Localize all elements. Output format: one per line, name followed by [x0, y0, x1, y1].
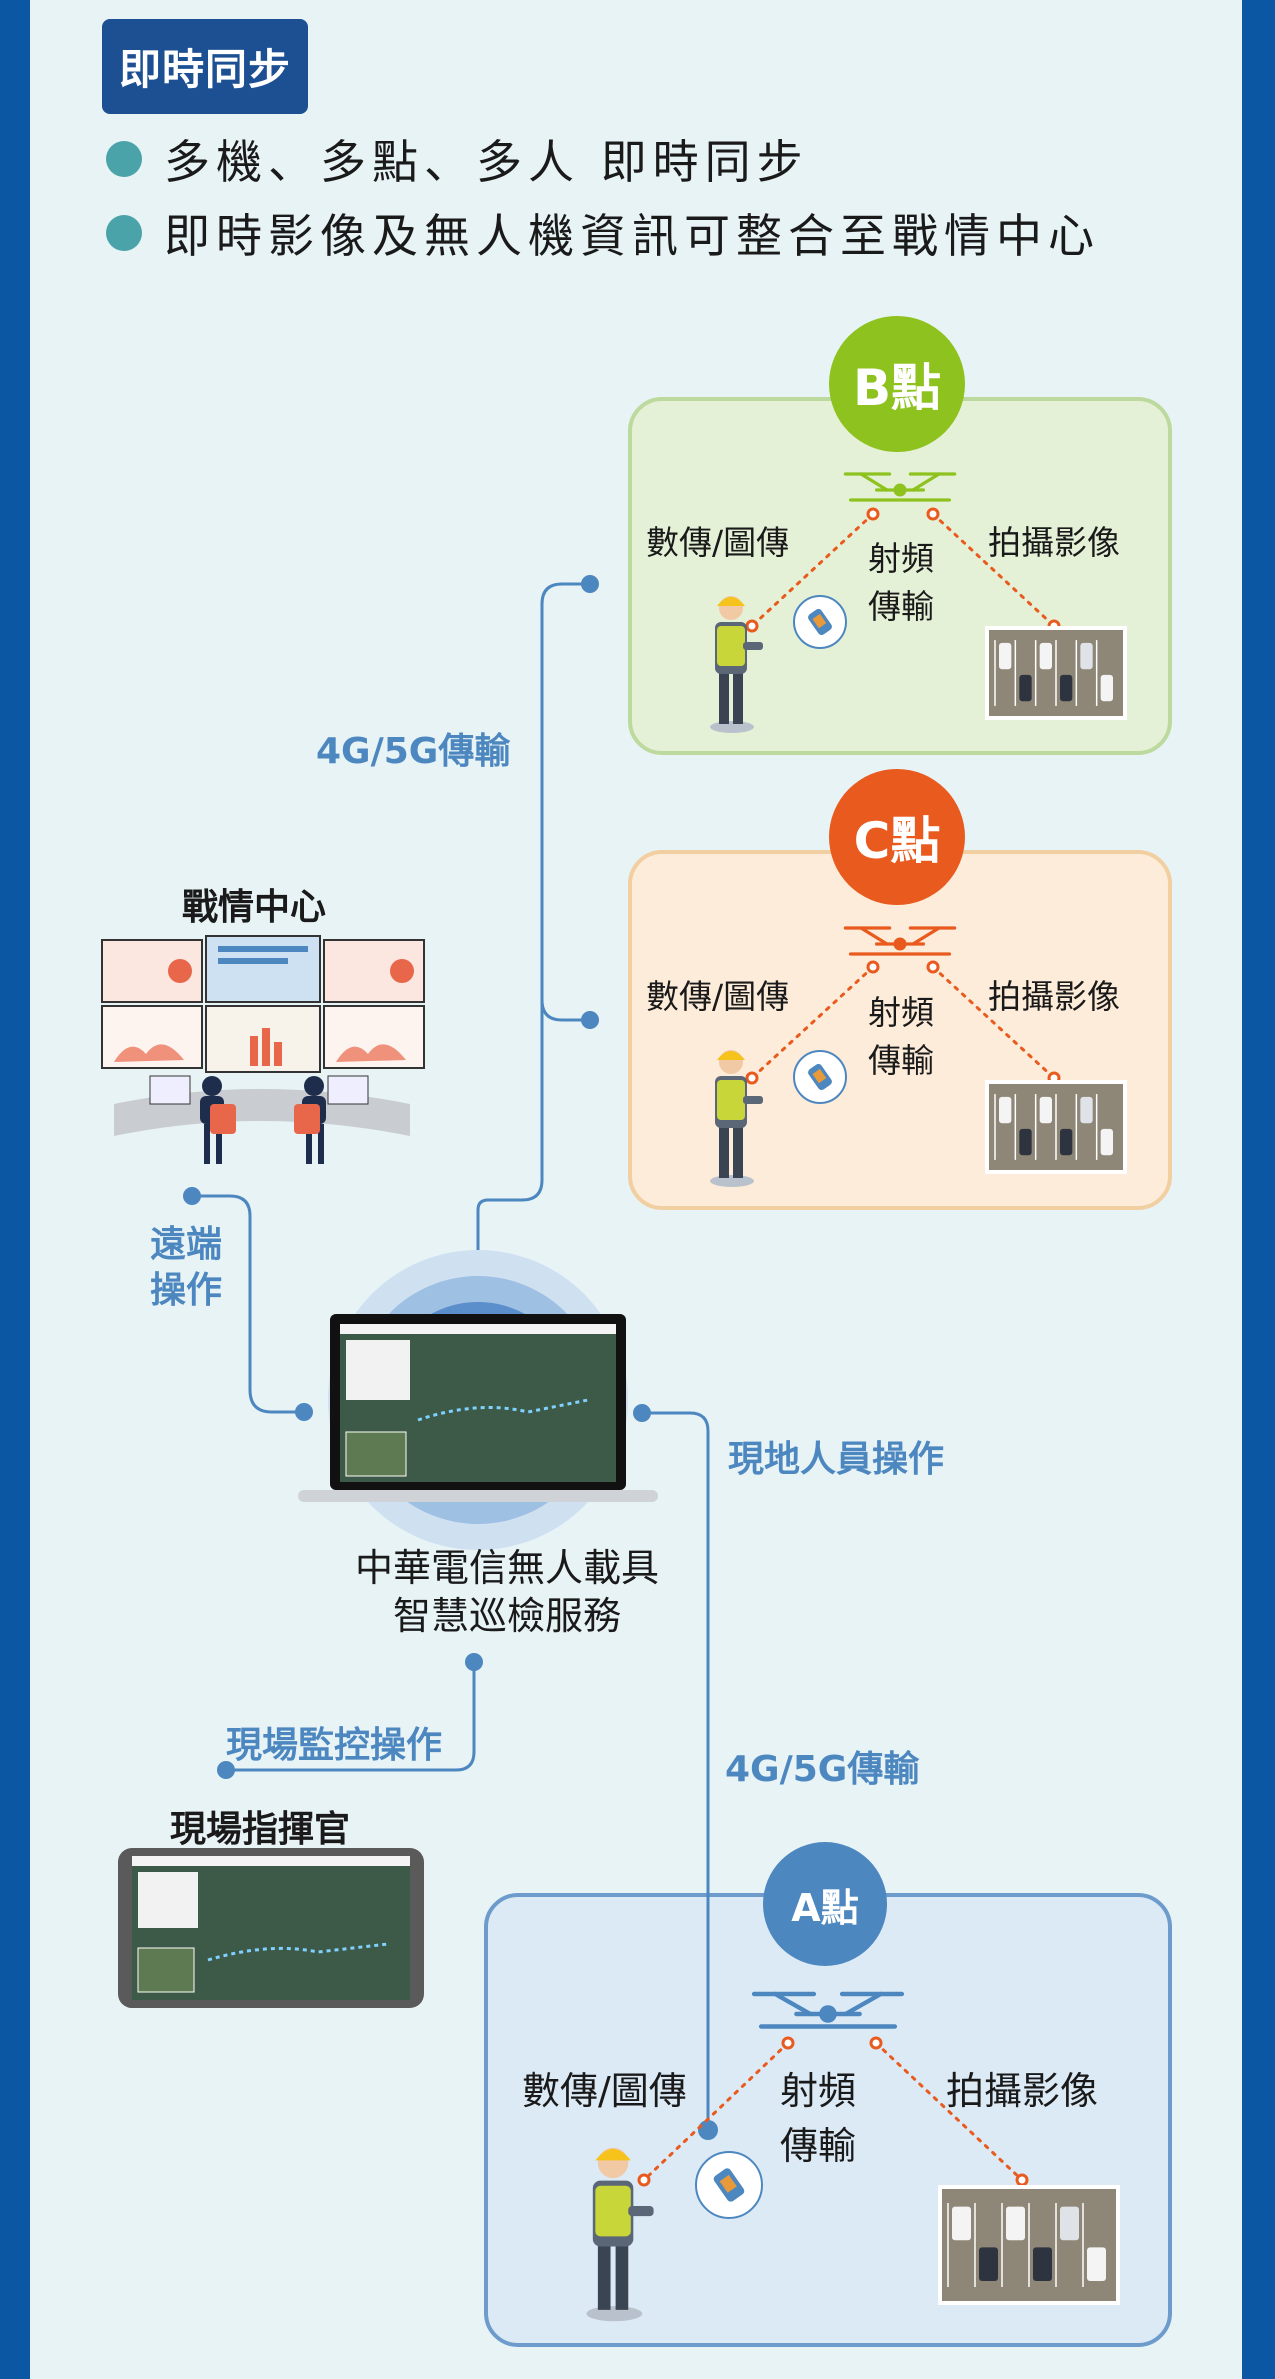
commander-tablet-illustration [118, 1848, 424, 2008]
site-a-operator-icon [586, 2147, 654, 2322]
platform-label-line1: 中華電信無人載具 [354, 1546, 659, 1590]
platform-label: 中華電信無人載具 智慧巡檢服務 [342, 1544, 672, 1640]
link-remote-ops [192, 1194, 304, 1414]
transport-upper-label: 4G/5G傳輸 [316, 731, 511, 772]
site-b-operator-icon [710, 596, 763, 733]
remote-ops-line1: 遠端 [150, 1224, 223, 1265]
site-b-data-label: 數傳/圖傳 [646, 523, 790, 562]
site-a-photo-label: 拍攝影像 [946, 2069, 1099, 2113]
site-c-drone-icon [843, 926, 957, 956]
site-b-drone-icon [843, 472, 957, 502]
site-a-drone-icon [751, 1991, 905, 2029]
site-c-rf-label: 射頻 傳輸 [866, 986, 936, 1082]
site-c-aerial-photo [985, 1080, 1127, 1174]
site-a-rf-line2: 傳輸 [779, 2124, 856, 2168]
link-field-monitor [226, 1662, 476, 1772]
site-a-rf-label: 射頻 傳輸 [776, 2060, 860, 2170]
site-a-pin: A點 [763, 1842, 887, 1966]
site-b-rf-label: 射頻 傳輸 [866, 532, 936, 628]
bullet-item-2: 即時影像及無人機資訊可整合至戰情中心 [106, 198, 1206, 268]
site-c-data-label: 數傳/圖傳 [646, 977, 790, 1016]
bullet-item-1: 多機、多點、多人 即時同步 [106, 124, 1206, 194]
link-onsite-ops [642, 1411, 710, 2130]
bullet-dot-icon [106, 215, 142, 251]
platform-label-line2: 智慧巡檢服務 [392, 1594, 621, 1638]
site-b-aerial-photo [985, 626, 1127, 720]
site-a-controller-icon [695, 2151, 763, 2219]
link-to-site-c [476, 999, 590, 1318]
site-b-photo-label: 拍攝影像 [988, 523, 1120, 562]
remote-ops-label: 遠端 操作 [150, 1222, 222, 1314]
site-c-rf-line1: 射頻 [868, 993, 934, 1032]
site-c-photo-label: 拍攝影像 [988, 977, 1120, 1016]
site-b-rf-line2: 傳輸 [868, 587, 934, 626]
bullet-text-1: 多機、多點、多人 即時同步 [164, 135, 809, 189]
field-monitor-label: 現場監控操作 [226, 1725, 443, 1766]
bullet-text-2: 即時影像及無人機資訊可整合至戰情中心 [164, 209, 1100, 263]
site-b-rf-line1: 射頻 [868, 539, 934, 578]
site-c-operator-icon [710, 1050, 763, 1187]
bullet-dot-icon [106, 141, 142, 177]
site-c-pin: C點 [829, 769, 965, 905]
onsite-ops-label: 現地人員操作 [728, 1439, 945, 1480]
page-title: 即時同步 [102, 19, 308, 114]
link-to-site-b [540, 582, 590, 1000]
site-a-rf-line1: 射頻 [779, 2069, 856, 2113]
page: 即時同步 多機、多點、多人 即時同步 即時影像及無人機資訊可整合至戰情中心 B點… [30, 0, 1242, 2379]
remote-ops-line2: 操作 [150, 1270, 223, 1311]
war-room-illustration [101, 935, 425, 1164]
commander-label: 現場指揮官 [170, 1809, 351, 1850]
platform-laptop-illustration [298, 1250, 658, 1550]
site-c-rf-line2: 傳輸 [868, 1041, 934, 1080]
site-a-rf-path [637, 2036, 1029, 2187]
site-c-controller-icon [793, 1050, 847, 1104]
site-b-pin: B點 [829, 316, 965, 452]
transport-lower-label: 4G/5G傳輸 [725, 1749, 920, 1790]
site-a-aerial-photo [938, 2185, 1120, 2305]
war-room-label: 戰情中心 [182, 887, 327, 928]
site-a-data-label: 數傳/圖傳 [522, 2069, 687, 2113]
site-b-controller-icon [793, 595, 847, 649]
connection-lines [183, 575, 718, 2140]
